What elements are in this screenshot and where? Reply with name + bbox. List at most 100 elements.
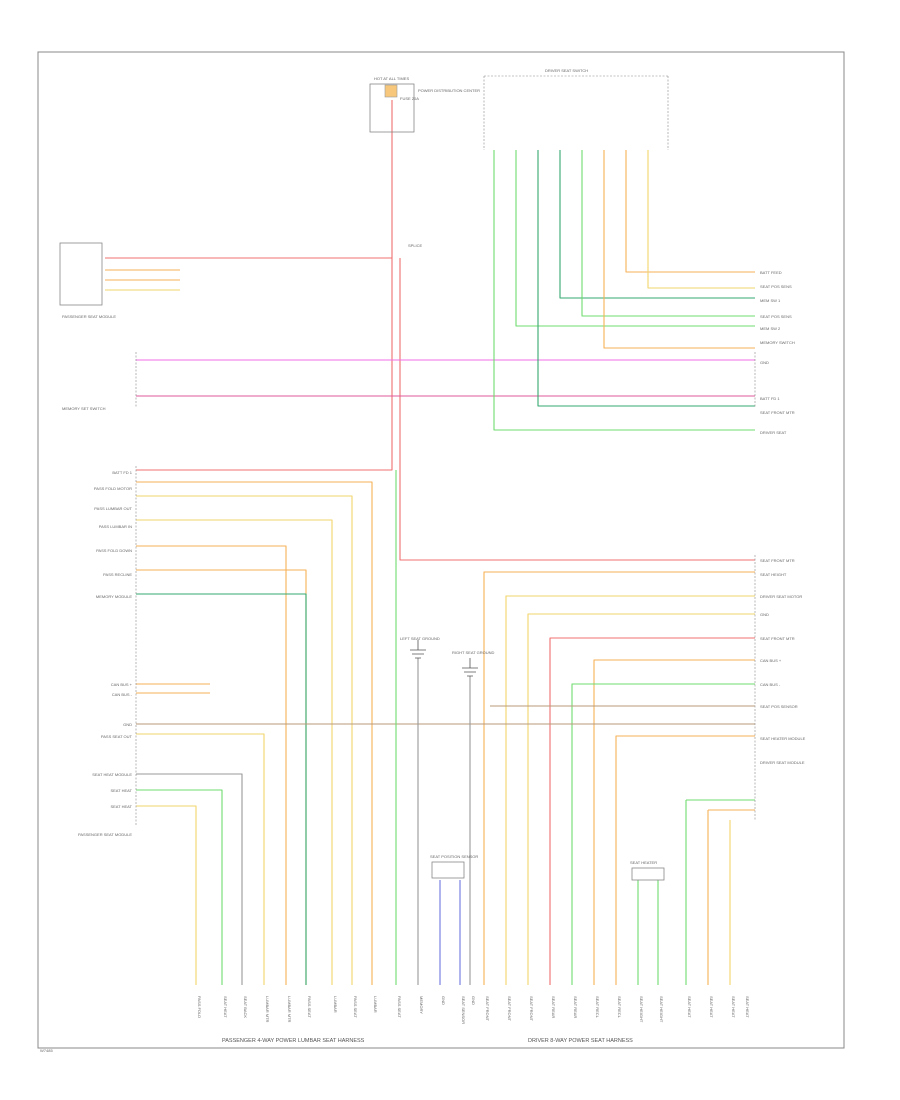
pin-label: GND: [760, 360, 769, 365]
pin-label: SEAT REAR: [551, 996, 556, 1018]
pin-label: GND: [123, 722, 132, 727]
pin-label: BATT FD 1: [112, 470, 132, 475]
pin-label: SEAT HEIGHT: [639, 996, 644, 1023]
splice-label: SPLICE: [408, 243, 423, 248]
seat-position-sensor: SEAT POSITION SENSOR: [430, 854, 478, 879]
wire: [647, 150, 755, 289]
wire: [527, 613, 755, 985]
pin-label: PASS LUMBAR OUT: [94, 506, 132, 511]
wire-layer: [105, 100, 755, 985]
pin-label: DRIVER SEAT MODULE: [760, 760, 805, 765]
wire: [136, 593, 307, 985]
wire: [615, 735, 755, 985]
pin-label: GND: [471, 996, 476, 1005]
bottom-labels: PASS FOLD SEAT HEAT SEAT BACK LUMBAR MTR LUM…: [197, 996, 750, 1024]
pin-label: CAN BUS +: [111, 682, 133, 687]
footer-left: PASSENGER 4-WAY POWER LUMBAR SEAT HARNES…: [222, 1038, 365, 1044]
sensor-label: SEAT POSITION SENSOR: [430, 854, 478, 859]
seat-switch-title: DRIVER SEAT SWITCH: [545, 68, 588, 73]
pin-label: BATT FD 1: [760, 396, 780, 401]
wire: [399, 258, 755, 561]
wire: [136, 789, 223, 985]
pin-label: SEAT HEAT: [709, 996, 714, 1018]
memory-switch-title: MEMORY SET SWITCH: [62, 406, 106, 411]
wire: [571, 683, 755, 985]
pin-label: SEAT HEAT: [110, 804, 132, 809]
diagram-frame: [37, 51, 845, 1049]
wire: [136, 481, 373, 985]
fuse-label: FUSE 20A: [400, 96, 419, 101]
pin-label: GND: [760, 612, 769, 617]
pin-label: PASS FOLD: [197, 996, 202, 1018]
pin-label: CAN BUS +: [760, 658, 782, 663]
pin-label: MEM SW 2: [760, 326, 781, 331]
pin-label: SEAT BACK: [243, 996, 248, 1018]
pin-label: SEAT RECL: [617, 996, 622, 1019]
pin-label: SEAT HEAT: [745, 996, 750, 1018]
diagram-id: W7485: [40, 1048, 53, 1053]
pin-label: GND: [441, 996, 446, 1005]
left-module-title: PASSENGER SEAT MODULE: [62, 314, 116, 319]
pin-label: LUMBAR: [373, 996, 378, 1013]
pin-label: SEAT FRONT: [485, 996, 490, 1022]
driver-seat-switch-box: DRIVER SEAT SWITCH: [483, 68, 669, 150]
pin-label: SEAT FRONT: [507, 996, 512, 1022]
pin-label: PASSENGER SEAT MODULE: [78, 832, 132, 837]
pin-label: PASS FOLD DOWN: [96, 548, 132, 553]
pin-label: MEM SW 1: [760, 298, 781, 303]
wire: [136, 545, 287, 985]
top-connector-box: HOT AT ALL TIMES FUSE 20A POWER DISTRIBU…: [369, 76, 480, 248]
pin-label: SEAT FRONT MTR: [760, 558, 795, 563]
wire: [581, 150, 755, 317]
wire: [483, 571, 755, 985]
pin-label: PASS SEAT: [307, 996, 312, 1018]
pin-label: SEAT HEAT: [110, 788, 132, 793]
ground-right-icon: [462, 658, 478, 677]
heater-box: [631, 867, 665, 881]
pin-label: LUMBAR: [333, 996, 338, 1013]
wire: [136, 733, 265, 985]
pin-label: MEMORY MODULE: [96, 594, 132, 599]
pin-label: MEMORY: [419, 996, 424, 1014]
pin-label: SEAT HEIGHT: [760, 572, 787, 577]
ground-left: LEFT SEAT GROUND: [400, 636, 440, 659]
wire: [515, 150, 755, 327]
pin-label: SEAT FRONT: [529, 996, 534, 1022]
wire: [559, 150, 755, 299]
pin-label: SEAT POS SENS: [760, 284, 792, 289]
pin-label: SEAT FRONT MTR: [760, 636, 795, 641]
wire: [505, 595, 755, 985]
wire: [105, 100, 393, 259]
wire: [493, 150, 755, 431]
wire: [136, 258, 393, 471]
pin-label: PASS SEAT: [397, 996, 402, 1018]
wire: [136, 773, 243, 985]
pin-label: PASS SEAT OUT: [101, 734, 133, 739]
pin-label: SEAT HEAT: [731, 996, 736, 1018]
wire: [549, 637, 755, 985]
pin-label: PASS FOLD MOTOR: [94, 486, 132, 491]
pin-label: SEAT POS SENS: [760, 314, 792, 319]
memory-set-switch-box: MEMORY SET SWITCH: [62, 352, 756, 411]
pin-label: SEAT RECL: [595, 996, 600, 1019]
pin-label: SEAT SENSOR: [461, 996, 466, 1024]
wire: [136, 805, 197, 985]
pin-label: SEAT HEATER MODULE: [760, 736, 806, 741]
wire: [625, 150, 755, 273]
pin-label: PASS SEAT: [353, 996, 358, 1018]
pin-label: PASS LUMBAR IN: [99, 524, 132, 529]
pin-label: SEAT HEIGHT: [659, 996, 664, 1023]
pin-label: SEAT HEAT MODULE: [92, 772, 132, 777]
pin-label: DRIVER SEAT: [760, 430, 787, 435]
heater-label: SEAT HEATER: [630, 860, 657, 865]
wire: [136, 519, 333, 985]
wire: [537, 150, 755, 407]
pin-label: LUMBAR MTR: [265, 996, 270, 1023]
seat-heater: SEAT HEATER: [630, 860, 665, 881]
pin-label: SEAT FRONT MTR: [760, 410, 795, 415]
pin-label: SEAT HEAT: [223, 996, 228, 1018]
wire: [136, 495, 353, 985]
pin-label: PASS RECLINE: [103, 572, 132, 577]
fuse-icon: [384, 84, 398, 98]
